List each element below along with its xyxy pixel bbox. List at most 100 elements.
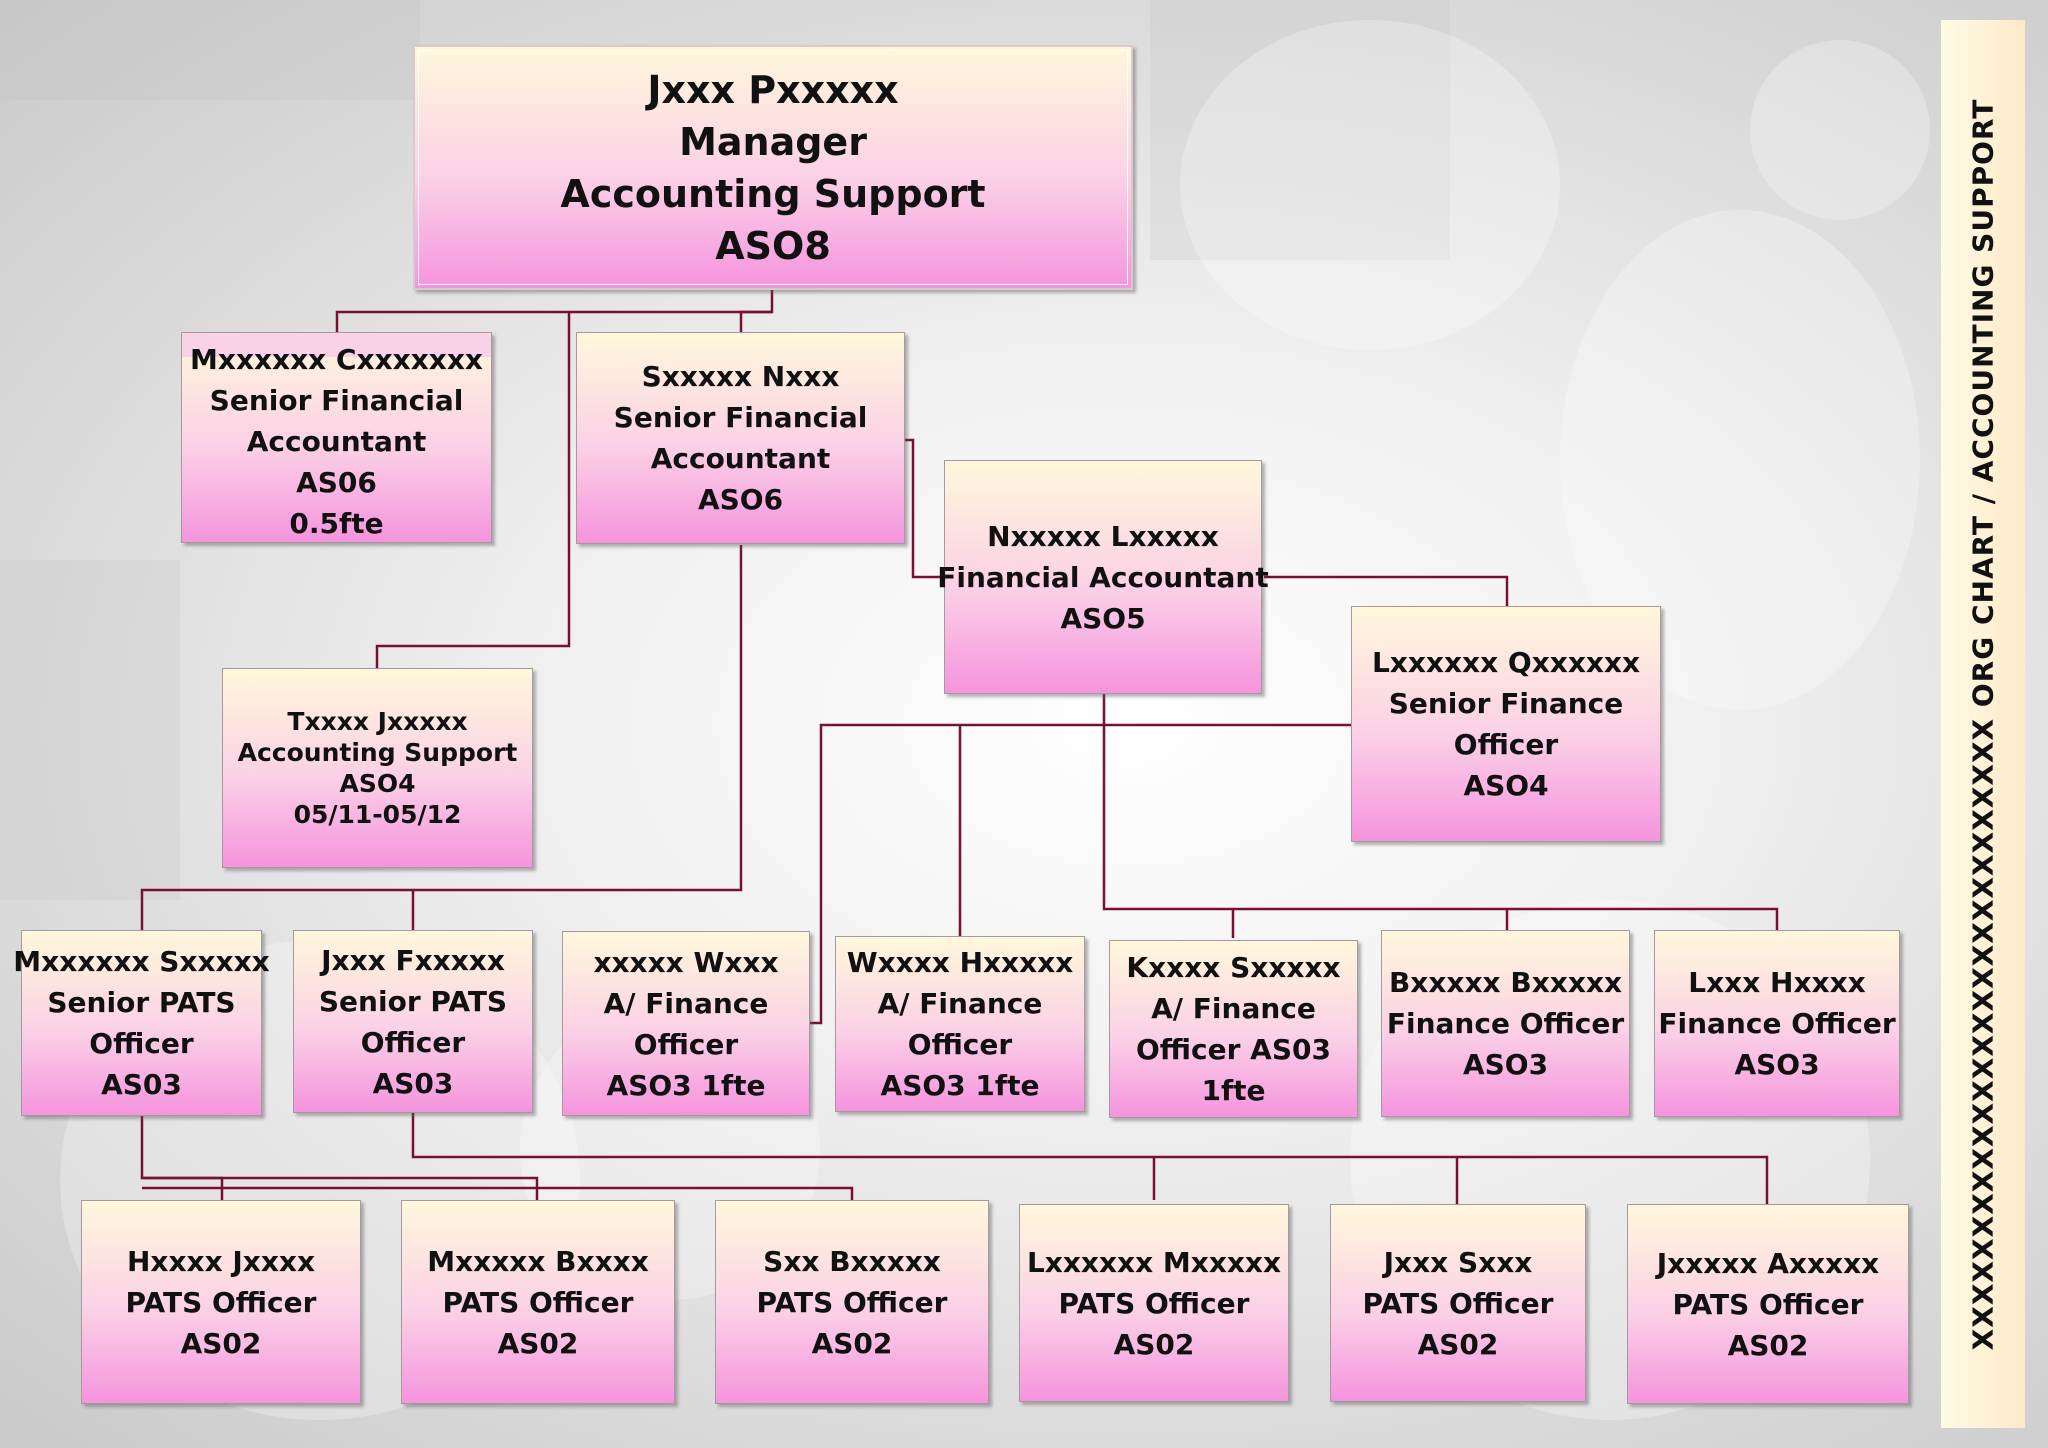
position-level: AS03: [372, 1066, 454, 1100]
staff-name: Jxxx Sxxx: [1383, 1245, 1533, 1279]
senior-pats-officer-box: Mxxxxxx Sxxxxx Senior PATS Officer AS03: [13, 930, 270, 1116]
pats-officer-box: Lxxxxxx Mxxxxx PATS Officer AS02: [1019, 1204, 1289, 1402]
position-title: Officer AS03: [1136, 1033, 1331, 1066]
position-title: PATS Officer: [125, 1285, 317, 1319]
position-level: ASO4: [1463, 769, 1549, 802]
position-title: Senior Finance: [1388, 687, 1624, 720]
connector-line: [1264, 575, 1509, 606]
position-level: ASO3: [1734, 1048, 1820, 1081]
position-title: Officer: [89, 1027, 194, 1060]
position-level: AS03: [101, 1068, 182, 1101]
staff-name: xxxxx Wxxx: [593, 945, 779, 979]
position-title: PATS Officer: [1672, 1287, 1864, 1321]
senior-financial-accountant-box: Mxxxxxx Cxxxxxxx Senior Financial Accoun…: [181, 332, 492, 543]
pats-officer-box: Sxx Bxxxxx PATS Officer AS02: [715, 1200, 989, 1404]
manager-box: Jxxx Pxxxxx Manager Accounting Support A…: [413, 45, 1133, 290]
position-level: AS02: [1113, 1327, 1195, 1361]
senior-finance-officer-box: Lxxxxxx Qxxxxxx Senior Finance Officer A…: [1351, 606, 1661, 842]
connector-line: [411, 1113, 1769, 1204]
position-title: Senior Financial: [209, 384, 464, 417]
position-title: A/ Finance: [1151, 992, 1316, 1025]
staff-name: Kxxxx Sxxxxx: [1126, 951, 1341, 984]
position-title: PATS Officer: [1362, 1286, 1554, 1320]
staff-name: Jxxxxx Axxxxx: [1656, 1246, 1880, 1280]
position-fte: 1fte: [1201, 1074, 1266, 1107]
position-term: 05/11-05/12: [293, 800, 462, 829]
finance-officer-box: Bxxxxx Bxxxxx Finance Officer ASO3: [1381, 930, 1630, 1117]
connector-line: [810, 723, 1351, 1025]
position-title: Officer: [907, 1028, 1013, 1061]
position-title: Senior PATS: [318, 984, 508, 1018]
staff-name: Txxxx Jxxxxx: [287, 707, 468, 736]
position-level: AS02: [1727, 1328, 1809, 1362]
side-title-banner: XXXXXXXXXXXXXXXXXXXXXXXXXXXX ORG CHART /…: [1941, 20, 2025, 1428]
position-level: ASO3 1fte: [880, 1069, 1040, 1102]
staff-name: Nxxxxx Lxxxxx: [987, 519, 1219, 553]
staff-name: Sxxxxx Nxxx: [641, 360, 840, 393]
staff-name: Lxxxxxx Qxxxxxx: [1371, 646, 1641, 679]
accounting-support-box: Txxxx Jxxxxx Accounting Support ASO4 05/…: [222, 668, 533, 868]
connector-line: [142, 1186, 854, 1200]
staff-name: Mxxxxxx Sxxxxx: [13, 945, 270, 978]
manager-level: ASO8: [715, 223, 831, 268]
staff-name: Mxxxxxx Cxxxxxxx: [190, 343, 483, 376]
position-level: AS06: [296, 466, 377, 499]
acting-finance-officer-box: Wxxxx Hxxxxx A/ Finance Officer ASO3 1ft…: [835, 936, 1085, 1112]
side-title: XXXXXXXXXXXXXXXXXXXXXXXXXXXX ORG CHART /…: [1966, 98, 2000, 1350]
position-title: A/ Finance: [603, 986, 769, 1020]
position-title: Finance Officer: [1658, 1007, 1896, 1040]
pats-officer-box: Jxxx Sxxx PATS Officer AS02: [1330, 1204, 1586, 1402]
connector-line: [905, 438, 944, 579]
position-title: Accountant: [650, 442, 831, 475]
manager-role: Manager: [679, 119, 867, 164]
connector-line: [142, 1176, 539, 1200]
position-title: Finance Officer: [1386, 1007, 1625, 1040]
background-tile: [0, 0, 420, 100]
connector-line: [375, 312, 571, 668]
position-level: AS02: [497, 1326, 579, 1360]
pats-officer-box: Hxxxx Jxxxx PATS Officer AS02: [81, 1200, 361, 1404]
background-tile: [1150, 0, 1450, 260]
background-bubble: [1180, 20, 1560, 350]
finance-officer-box: Lxxx Hxxxx Finance Officer ASO3: [1654, 930, 1900, 1117]
position-title: A/ Finance: [877, 987, 1043, 1020]
financial-accountant-box: Nxxxxx Lxxxxx Financial Accountant ASO5: [937, 460, 1269, 694]
senior-pats-officer-box: Jxxx Fxxxxx Senior PATS Officer AS03: [293, 930, 533, 1113]
position-level: AS02: [180, 1326, 262, 1360]
position-title: PATS Officer: [1058, 1286, 1250, 1320]
position-level: ASO3: [1462, 1048, 1549, 1081]
connector-line: [1102, 694, 1779, 930]
position-title: Officer: [360, 1025, 466, 1059]
position-level: AS02: [811, 1326, 893, 1360]
position-title: Accountant: [246, 425, 427, 458]
position-level: AS02: [1417, 1327, 1499, 1361]
pats-officer-box: Jxxxxx Axxxxx PATS Officer AS02: [1627, 1204, 1909, 1404]
pats-officer-box: Mxxxxx Bxxxx PATS Officer AS02: [401, 1200, 675, 1404]
position-level: ASO6: [697, 483, 784, 516]
position-level: ASO4: [339, 769, 416, 798]
staff-name: Sxx Bxxxxx: [763, 1244, 941, 1278]
manager-unit: Accounting Support: [560, 171, 986, 216]
connector-line: [739, 310, 772, 332]
position-title: Officer: [633, 1027, 739, 1061]
senior-financial-accountant-box: Sxxxxx Nxxx Senior Financial Accountant …: [576, 332, 905, 544]
position-title: PATS Officer: [442, 1285, 634, 1319]
connector-line: [140, 545, 743, 930]
staff-name: Bxxxxx Bxxxxx: [1388, 966, 1623, 999]
background-tile: [0, 560, 180, 900]
background-bubble: [1750, 40, 1930, 220]
acting-finance-officer-box: Kxxxx Sxxxxx A/ Finance Officer AS03 1ft…: [1109, 940, 1358, 1118]
acting-finance-officer-box: xxxxx Wxxx A/ Finance Officer ASO3 1fte: [562, 931, 810, 1116]
staff-name: Lxxxxxx Mxxxxx: [1026, 1245, 1282, 1279]
position-title: Accounting Support: [237, 738, 518, 767]
staff-name: Hxxxx Jxxxx: [126, 1244, 316, 1278]
staff-name: Mxxxxx Bxxxx: [427, 1244, 649, 1278]
staff-name: Jxxx Fxxxxx: [321, 943, 505, 977]
position-title: Senior PATS: [47, 986, 236, 1019]
position-title: Officer: [1453, 728, 1559, 761]
position-title: Financial Accountant: [937, 560, 1269, 594]
position-title: PATS Officer: [756, 1285, 948, 1319]
connector-line: [335, 290, 774, 332]
staff-name: Wxxxx Hxxxxx: [846, 946, 1074, 979]
